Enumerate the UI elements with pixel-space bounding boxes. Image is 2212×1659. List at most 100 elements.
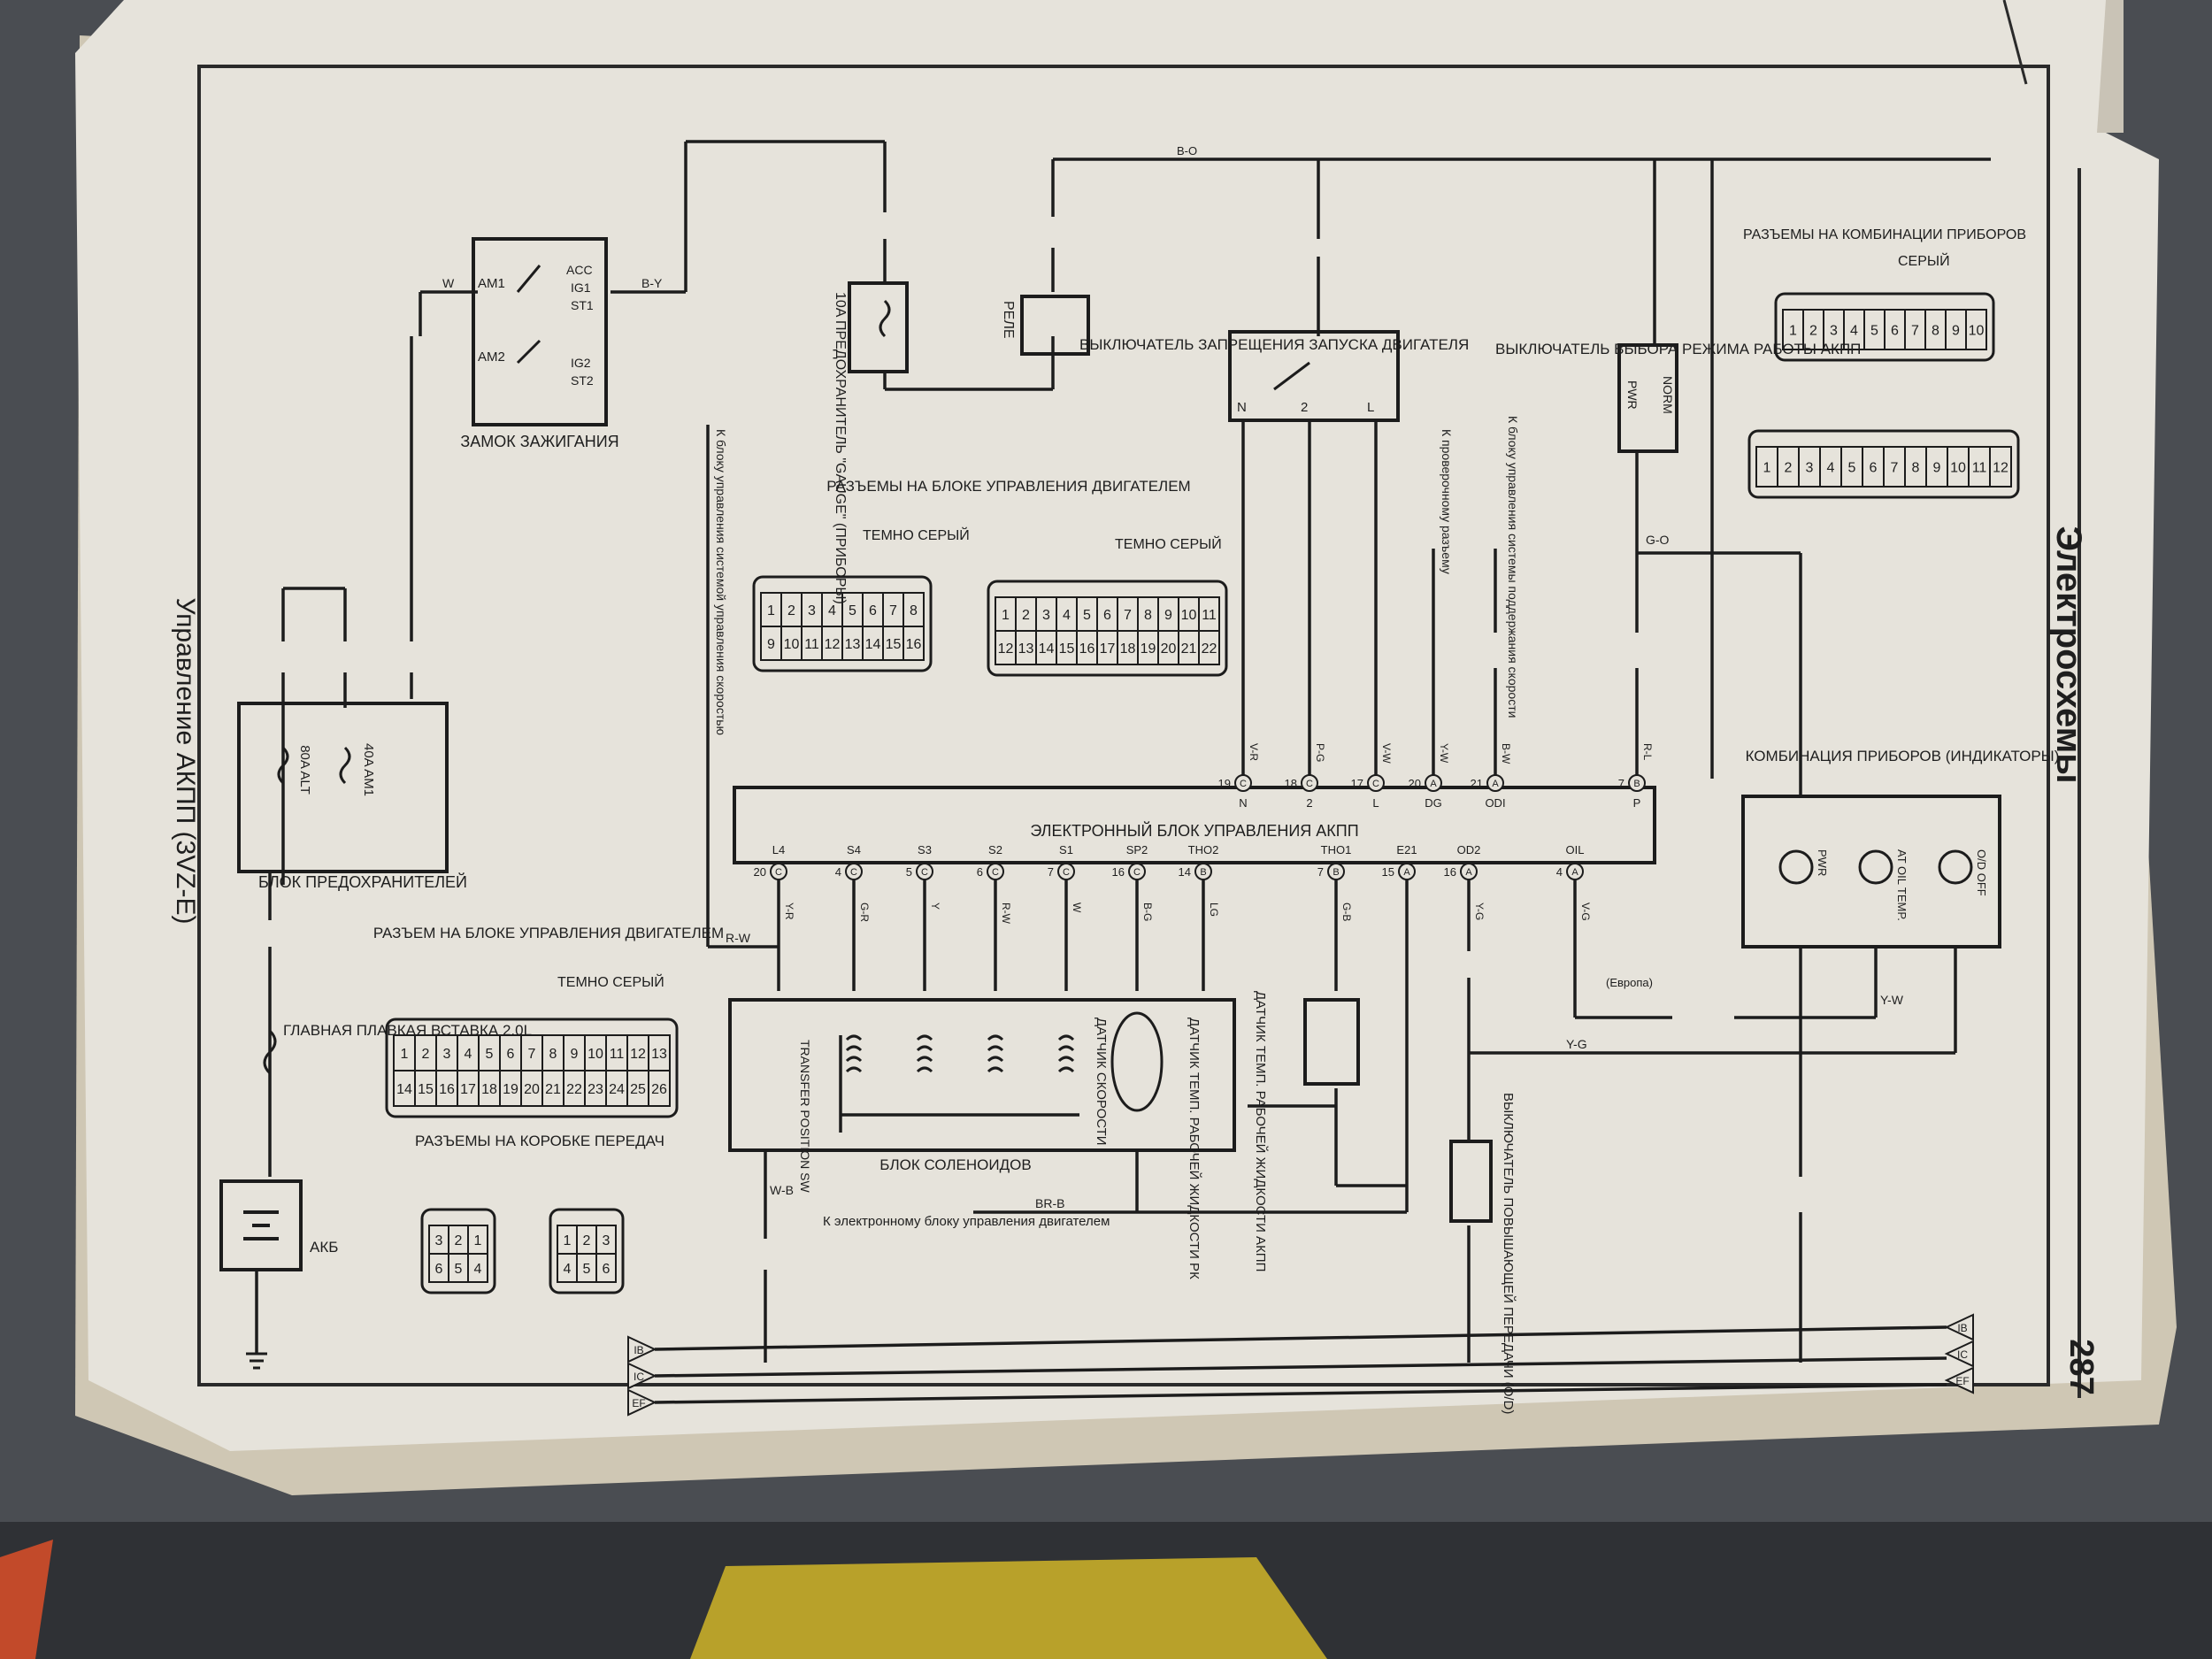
connector-pin-number: 14 — [865, 637, 881, 652]
mode-switch-label: ВЫКЛЮЧАТЕЛЬ ВЫБОРА РЕЖИМА РАБОТЫ АКПП — [1495, 341, 1861, 357]
fuse-block-label: БЛОК ПРЕДОХРАНИТЕЛЕЙ — [258, 872, 467, 891]
gearbox-connectors-title: РАЗЪЕМЫ НА КОРОБКЕ ПЕРЕДАЧ — [415, 1133, 664, 1149]
ecu-top-pin-number: 18 — [1285, 777, 1297, 790]
connector-pin-number: 10 — [1950, 461, 1966, 476]
ecu-bottom-pin-name: THO2 — [1188, 843, 1219, 856]
connector-pin-number: 7 — [1911, 324, 1919, 339]
wire-br-b-label: BR-B — [1035, 1196, 1064, 1210]
connector-cavity — [1965, 309, 1987, 350]
connector-housing — [420, 1208, 496, 1294]
ecu-bottom-pin-marker — [1566, 863, 1584, 880]
ecu-top-pin-conn: A — [1430, 779, 1437, 789]
ecu-top-pins: C19NV-RC182P-GC17LV-WA20DGY-WA21ODIB-WB7… — [1218, 743, 1654, 810]
connector-pin-number: 20 — [524, 1082, 540, 1097]
gauge-fuse-label: 10A ПРЕДОХРАНИТЕЛЬ "GAUGE" (ПРИБОРЫ) — [833, 292, 848, 604]
wiring-lines — [255, 140, 1991, 1404]
ground-terminal-left — [627, 1388, 657, 1417]
connector-pin-number: 6 — [435, 1262, 443, 1277]
ground-terminal-right — [1944, 1366, 1974, 1394]
ecu-bottom-pin-conn: C — [992, 867, 999, 878]
wire-g-o-label: G-O — [1646, 533, 1670, 547]
connector-pin-number: 6 — [1891, 324, 1899, 339]
connector-pin-number: 17 — [1100, 641, 1116, 657]
ecu-bottom-pin-marker — [845, 863, 863, 880]
cluster-connectors-title: РАЗЪЕМЫ НА КОМБИНАЦИИ ПРИБОРОВ — [1743, 227, 2026, 242]
connector-f-label: СЕРЫЙ — [1898, 252, 1950, 269]
connector-pin-number: 22 — [1202, 641, 1217, 657]
connector-pin-number: 21 — [545, 1082, 561, 1097]
ecu-top-pin-conn: C — [1372, 779, 1379, 789]
ecu-bottom-pins: L4C20Y-RS4C4G-RS3C5YS2C6R-WS1C7WSP2C16B-… — [754, 843, 1592, 925]
ecu-top-pin-marker — [1628, 774, 1646, 792]
connector-pin-number: 8 — [1912, 461, 1920, 476]
ecu-bottom-pin-name: S1 — [1059, 843, 1073, 856]
ecu-bottom-pin-number: 4 — [1556, 865, 1563, 879]
note-europe: (Европа) — [1606, 976, 1653, 989]
connector-pin-number: 7 — [889, 603, 897, 618]
mode-norm-label: NORM — [1661, 376, 1675, 414]
engine-ecu-c-title: РАЗЪЕМ НА БЛОКЕ УПРАВЛЕНИЯ ДВИГАТЕЛЕМ — [373, 925, 724, 941]
connector-pin-number: 2 — [787, 603, 795, 618]
solenoid-coil-turn — [1057, 1066, 1075, 1073]
ecu-top-pin-wire: V-R — [1248, 743, 1260, 761]
connector-pin-number: 18 — [481, 1082, 497, 1097]
solenoid-coil-turn — [845, 1045, 863, 1052]
ecu-bottom-pin-number: 15 — [1382, 865, 1394, 879]
ecu-bottom-pin-wire: LG — [1208, 902, 1220, 917]
ecu-bottom-pin-wire: Y — [929, 902, 941, 910]
connector-cavity — [648, 1070, 671, 1107]
transmission-ecu — [733, 786, 1656, 864]
ecu-bottom-pin-conn: B — [1333, 867, 1339, 878]
connector-pin-number: 3 — [1806, 461, 1814, 476]
connector-pin-number: 5 — [455, 1262, 463, 1277]
ecu-bottom-pin-conn: A — [1403, 867, 1410, 878]
solenoid-block — [728, 998, 1236, 1152]
solenoid-coil-turn — [1057, 1056, 1075, 1063]
ecu-bottom-pin-name: S3 — [918, 843, 932, 856]
ecu-bottom-pin-number: 20 — [754, 865, 766, 879]
connector-housing — [752, 575, 933, 672]
connector-pin-number: 3 — [1042, 608, 1050, 623]
ecu-bottom-pin-marker — [987, 863, 1004, 880]
ecu-top-pin-name: N — [1239, 796, 1247, 810]
connector-pin-number: 7 — [1124, 608, 1132, 623]
ecu-bottom-pin-marker — [1128, 863, 1146, 880]
page-fold — [2097, 0, 2124, 133]
connector-pin-number: 21 — [1181, 641, 1197, 657]
note-to-diagnostic: К проверочному разъему — [1440, 429, 1454, 574]
ecu-bottom-pin-conn: B — [1200, 867, 1206, 878]
connector-housing — [1747, 429, 2020, 499]
neutral-pin-l: L — [1367, 400, 1374, 415]
connector-pin-number: 23 — [588, 1082, 603, 1097]
ecu-bottom-pin-marker — [770, 863, 787, 880]
yellow-object — [690, 1557, 1327, 1659]
connector-pin-number: 16 — [1079, 641, 1095, 657]
ecu-bottom-pin-conn: C — [921, 867, 928, 878]
connector-pin-number: 4 — [465, 1047, 472, 1062]
ignition-term-am2: AM2 — [478, 349, 505, 365]
connector-pin-number: 11 — [610, 1047, 625, 1062]
solenoid-coil-turn — [987, 1045, 1004, 1052]
instrument-cluster — [1741, 795, 2001, 949]
cluster-label: КОМБИНАЦИЯ ПРИБОРОВ (ИНДИКАТОРЫ) — [1746, 748, 2060, 764]
connector-pin-number: 5 — [583, 1262, 591, 1277]
note-to-speed-control: К блоку управления системы поддержания с… — [1506, 416, 1520, 718]
connector-housing — [1774, 292, 1995, 362]
ecu-bottom-pin-marker — [1057, 863, 1075, 880]
connector-cavity — [595, 1253, 617, 1283]
connector-pin-number: 2 — [583, 1233, 591, 1248]
connector-pin-number: 3 — [808, 603, 816, 618]
connector-pin-number: 20 — [1161, 641, 1177, 657]
connector-pin-number: 4 — [828, 603, 836, 618]
ecu-bottom-pin-wire: R-W — [1000, 902, 1012, 925]
ecu-top-pin-name: 2 — [1306, 796, 1312, 810]
connector-pin-number: 19 — [1141, 641, 1156, 657]
ecu-bottom-pin-conn: C — [1133, 867, 1141, 878]
connector-pin-number: 6 — [869, 603, 877, 618]
connector-pin-number: 16 — [906, 637, 922, 652]
